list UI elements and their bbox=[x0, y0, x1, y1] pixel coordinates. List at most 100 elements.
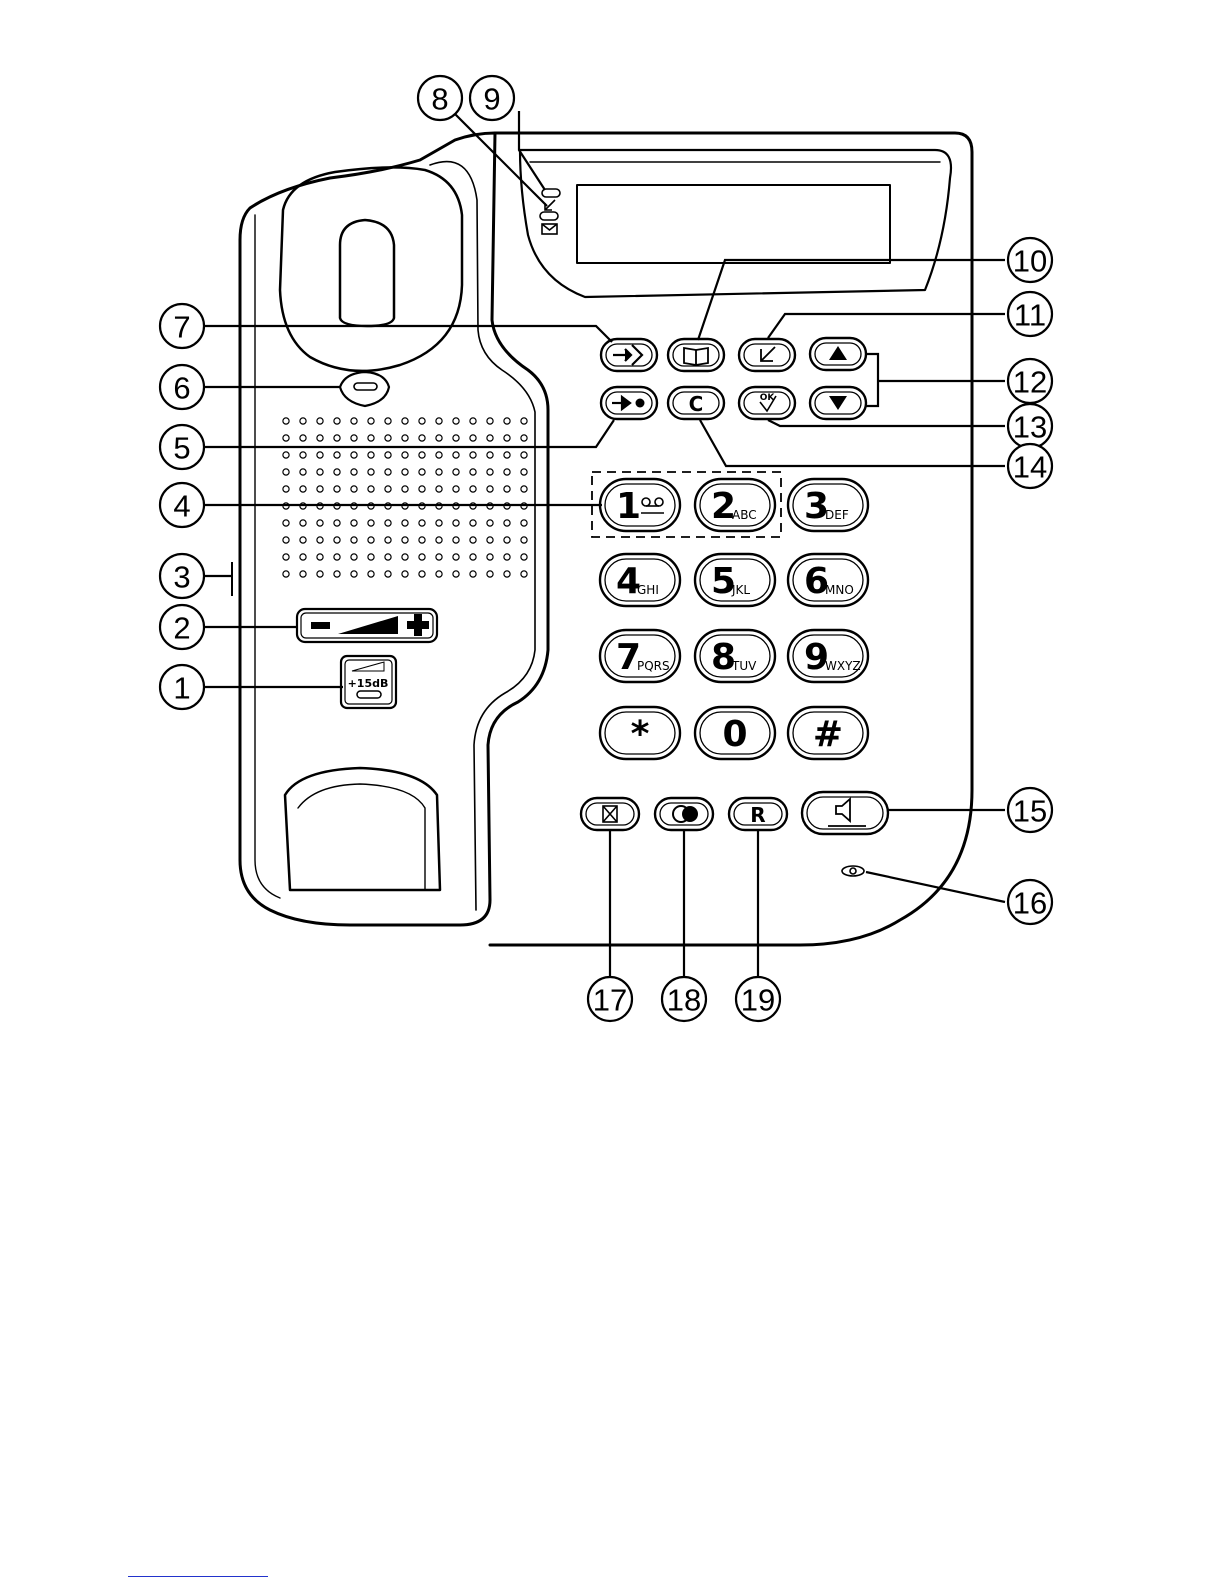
svg-text:7: 7 bbox=[173, 310, 190, 345]
key-letters: MNO bbox=[825, 583, 854, 597]
recall-button[interactable]: R bbox=[729, 798, 787, 830]
up-button[interactable] bbox=[810, 338, 866, 370]
calllog-button[interactable] bbox=[739, 339, 795, 371]
svg-text:6: 6 bbox=[173, 371, 190, 406]
svg-text:11: 11 bbox=[1014, 298, 1046, 333]
down-triangle-icon bbox=[829, 396, 847, 410]
minus-icon bbox=[311, 622, 330, 629]
key-digit: * bbox=[631, 714, 650, 755]
key-0[interactable]: 0 bbox=[695, 707, 775, 759]
leader-line-12 bbox=[866, 354, 1005, 406]
clear-button[interactable]: C bbox=[668, 387, 724, 419]
callout-8: 8 bbox=[418, 76, 462, 120]
callout-15: 15 bbox=[1008, 788, 1052, 832]
ok-button[interactable]: OK bbox=[739, 387, 795, 419]
svg-text:2: 2 bbox=[173, 611, 190, 646]
redial-arrow-icon bbox=[612, 397, 645, 409]
key-digit: # bbox=[813, 714, 843, 755]
callout-7: 7 bbox=[160, 304, 204, 348]
callout-1: 1 bbox=[160, 665, 204, 709]
volume-control[interactable] bbox=[297, 609, 437, 642]
svg-text:18: 18 bbox=[667, 983, 701, 1018]
callout-18: 18 bbox=[662, 977, 706, 1021]
book-icon bbox=[684, 348, 708, 365]
callout-2: 2 bbox=[160, 605, 204, 649]
speaker-icon bbox=[828, 799, 866, 826]
speaker-button[interactable] bbox=[802, 792, 888, 834]
svg-text:14: 14 bbox=[1013, 450, 1047, 485]
boost-button[interactable]: +15dB bbox=[341, 656, 396, 708]
down-button[interactable] bbox=[810, 387, 866, 419]
callout-3: 3 bbox=[160, 554, 204, 598]
mute-button[interactable] bbox=[581, 798, 639, 830]
callout-12: 12 bbox=[1008, 359, 1052, 403]
callout-19: 19 bbox=[736, 977, 780, 1021]
redial-button[interactable] bbox=[601, 387, 657, 419]
led-indicators bbox=[540, 189, 560, 234]
hold-icon bbox=[673, 806, 698, 822]
svg-text:9: 9 bbox=[483, 82, 500, 117]
call-led bbox=[542, 189, 560, 197]
svg-text:10: 10 bbox=[1013, 244, 1047, 279]
leader-line-13 bbox=[768, 420, 1005, 426]
svg-text:15: 15 bbox=[1013, 794, 1047, 829]
callout-13: 13 bbox=[1008, 404, 1052, 448]
signal-ramp-icon bbox=[352, 662, 384, 671]
svg-text:13: 13 bbox=[1013, 410, 1047, 445]
footer-rule bbox=[128, 1576, 268, 1577]
key-digit: 1 bbox=[616, 486, 641, 527]
callout-4: 4 bbox=[160, 483, 204, 527]
svg-text:12: 12 bbox=[1013, 365, 1047, 400]
leader-line-10 bbox=[698, 260, 1005, 340]
save-button[interactable] bbox=[601, 339, 657, 371]
message-led bbox=[540, 212, 558, 220]
key-1[interactable]: 1 bbox=[600, 479, 680, 531]
leader-line-16 bbox=[866, 872, 1005, 902]
save-arrow-icon bbox=[613, 345, 642, 365]
c-letter-icon: C bbox=[689, 392, 704, 416]
svg-text:8: 8 bbox=[431, 82, 448, 117]
svg-text:19: 19 bbox=[741, 983, 775, 1018]
key-letters: JKL bbox=[731, 583, 750, 597]
boost-label: +15dB bbox=[348, 677, 389, 690]
key-star[interactable]: * bbox=[600, 707, 680, 759]
leader-line-8 bbox=[450, 109, 547, 206]
incoming-call-icon bbox=[761, 347, 775, 361]
voicemail-icon bbox=[641, 498, 664, 513]
callout-10: 10 bbox=[1008, 238, 1052, 282]
microphone-hole-icon bbox=[842, 866, 864, 876]
key-letters: PQRS bbox=[637, 659, 670, 673]
phonebook-button[interactable] bbox=[668, 339, 724, 371]
mute-icon bbox=[603, 806, 617, 822]
volume-ramp-icon bbox=[338, 616, 398, 634]
envelope-icon bbox=[542, 224, 557, 234]
callout-14: 14 bbox=[1008, 444, 1052, 488]
leader-line-7 bbox=[205, 326, 612, 342]
hold-button[interactable] bbox=[655, 798, 713, 830]
speaker-grille bbox=[281, 415, 536, 585]
svg-text:3: 3 bbox=[173, 560, 190, 595]
key-letters: GHI bbox=[637, 583, 659, 597]
key-letters: ABC bbox=[732, 508, 757, 522]
callout-9: 9 bbox=[470, 76, 514, 120]
key-letters: DEF bbox=[825, 508, 849, 522]
key-letters: WXYZ bbox=[825, 659, 861, 673]
r-letter-icon: R bbox=[750, 803, 765, 827]
callout-17: 17 bbox=[588, 977, 632, 1021]
svg-text:1: 1 bbox=[173, 671, 190, 706]
svg-text:5: 5 bbox=[173, 431, 190, 466]
plus-icon bbox=[407, 614, 429, 636]
key-hash[interactable]: # bbox=[788, 707, 868, 759]
leader-line-11 bbox=[768, 314, 1005, 338]
hook-clip[interactable] bbox=[340, 372, 389, 406]
svg-text:4: 4 bbox=[173, 489, 190, 524]
